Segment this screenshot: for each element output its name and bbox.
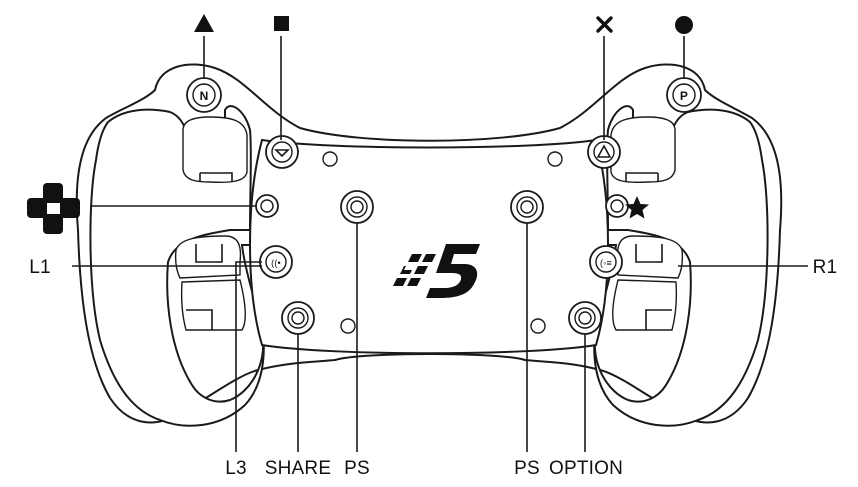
- r1-paddle-notch: [635, 244, 663, 263]
- right-upper-pocket-slot: [625, 172, 659, 182]
- right-lower-pocket: [611, 279, 678, 331]
- l3-label: L3: [225, 458, 247, 479]
- ps-button-right[interactable]: [510, 190, 544, 224]
- n-button-label: N: [200, 89, 209, 103]
- screw-top-right: [547, 151, 563, 167]
- l3-button[interactable]: ((•: [259, 245, 293, 279]
- cross-icon: [596, 16, 613, 33]
- r1-paddle: [616, 235, 684, 279]
- r3-button-glyph-icon: (◦≡: [600, 258, 612, 268]
- circle-icon: [675, 16, 693, 34]
- left-upper-pocket: [182, 116, 248, 183]
- logo-five-icon: [426, 244, 480, 298]
- left-lower-pocket: [180, 279, 247, 331]
- square-button-glyph-icon: [274, 149, 290, 158]
- star-icon: [625, 196, 649, 219]
- option-button[interactable]: [568, 301, 602, 335]
- left-grip: [89, 105, 265, 427]
- ps-left-label: PS: [344, 458, 370, 479]
- r3-button[interactable]: (◦≡: [589, 245, 623, 279]
- l1-paddle-notch: [195, 244, 223, 263]
- screw-bottom-left: [340, 318, 356, 334]
- option-label: OPTION: [549, 458, 623, 479]
- right-upper-pocket: [610, 116, 676, 183]
- p-button-label: P: [680, 89, 688, 103]
- left-upper-pocket-slot: [199, 172, 233, 182]
- brand-logo: [393, 244, 480, 298]
- star-button[interactable]: [605, 194, 629, 218]
- right-lower-slot: [645, 309, 672, 330]
- square-button[interactable]: [265, 135, 299, 169]
- left-lower-slot: [186, 309, 213, 330]
- ps-button-left[interactable]: [340, 190, 374, 224]
- l1-label: L1: [29, 257, 51, 278]
- l1-paddle: [174, 235, 242, 279]
- r1-label: R1: [813, 257, 838, 278]
- dpad-button[interactable]: [255, 194, 279, 218]
- n-button[interactable]: N: [186, 77, 222, 113]
- screw-bottom-right: [530, 318, 546, 334]
- screw-top-left: [322, 151, 338, 167]
- leader-lines: [72, 36, 808, 452]
- buttons: N P: [186, 77, 702, 335]
- p-button[interactable]: P: [666, 77, 702, 113]
- wheel-body: [75, 63, 783, 427]
- dpad-icon: [27, 183, 80, 234]
- l3-button-glyph-icon: ((•: [271, 258, 281, 268]
- cross-button-glyph-icon: [596, 144, 612, 158]
- right-grip: [593, 105, 769, 427]
- share-button[interactable]: [281, 301, 315, 335]
- share-label: SHARE: [265, 458, 331, 479]
- square-icon: [274, 16, 289, 31]
- checkered-flag-icon: [393, 254, 436, 286]
- ps-right-label: PS: [514, 458, 540, 479]
- top-symbols: [194, 14, 693, 34]
- cross-button[interactable]: [587, 135, 621, 169]
- triangle-icon: [194, 14, 214, 32]
